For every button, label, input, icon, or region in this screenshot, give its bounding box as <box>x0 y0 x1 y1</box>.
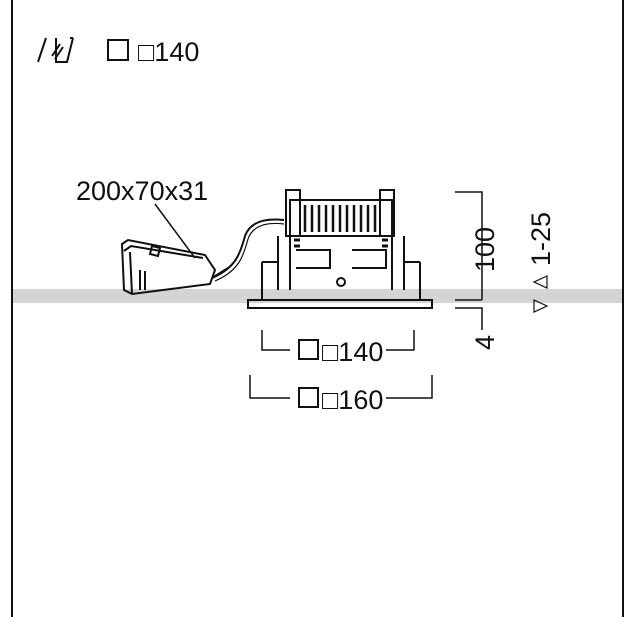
square-symbol-icon <box>107 39 129 61</box>
dimension-140 <box>261 330 415 360</box>
driver-leader-line <box>154 203 196 259</box>
dimension-height-label: 100 <box>470 227 500 272</box>
dimension-cutout-label: □140 <box>322 337 383 367</box>
dimension-recess-label: 4 <box>470 335 500 350</box>
dimension-height <box>455 191 483 330</box>
driver-cable-outline <box>214 222 285 282</box>
frame-right-border <box>622 0 624 617</box>
driver-size-label: 200x70x31 <box>76 176 208 206</box>
dimension-160 <box>249 375 433 408</box>
header-cutout-label: □140 <box>138 37 199 67</box>
dimension-outer-label: □160 <box>322 385 383 415</box>
ceiling-cutout-icon <box>37 37 74 63</box>
ceiling-thickness-label: 1-25 <box>526 212 556 266</box>
driver-cable <box>211 218 285 279</box>
driver-box <box>120 238 229 296</box>
frame-left-border <box>11 0 13 617</box>
luminaire-body <box>247 189 433 309</box>
ceiling-thickness-arrows <box>532 275 549 313</box>
